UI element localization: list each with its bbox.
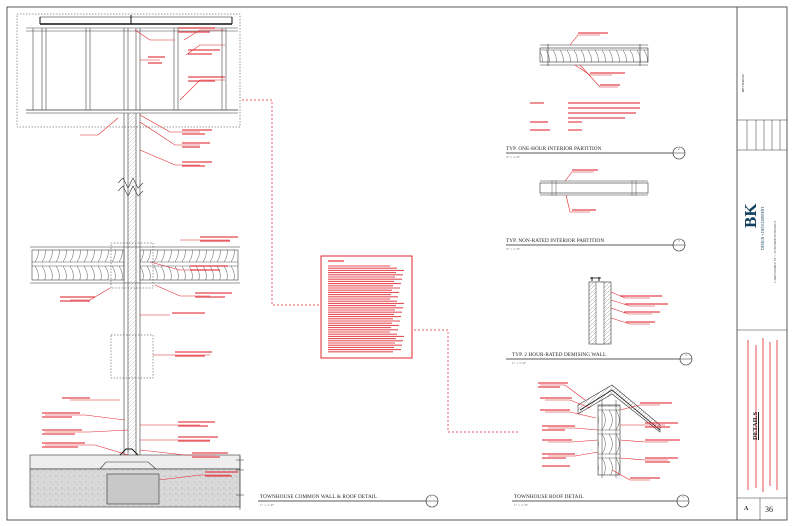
detail-number-non-rated: 3: [678, 239, 680, 243]
common-wall-detail: [16, 13, 244, 510]
detail-title-one-hour: TYP. ONE-HOUR INTERIOR PARTITION: [506, 146, 602, 152]
markup-notes-box: [320, 255, 413, 359]
detail-title-roof: TOWNHOUSE ROOF DETAIL: [514, 494, 584, 500]
roof-detail: [512, 382, 690, 508]
sheet-name: DETAILS: [752, 411, 759, 440]
detail-title-common-wall: TOWNHOUSE COMMON WALL & ROOF DETAIL: [260, 494, 377, 500]
sheet-number: 36: [765, 505, 773, 514]
sheet-border: [6, 6, 788, 521]
company-tagline: DESIGN + DEVELOPMENT: [761, 206, 765, 250]
detail-number-demising-wall: 4: [685, 353, 687, 357]
project-name: 1-3600 SAMPLE ST — TOWNHOUSE PROJECT: [773, 220, 777, 283]
revision-letter: A: [744, 506, 749, 512]
common-wall-annotations: [45, 29, 230, 481]
detail-scale-non-rated: 3" = 1'-0": [506, 247, 521, 251]
detail-scale-common-wall: 1" = 1'-0": [260, 503, 275, 507]
markup-leader-to-notes: [242, 99, 320, 306]
title-block: [737, 119, 787, 520]
detail-title-demising-wall: TYP. 2 HOUR-RATED DEMISING WALL: [512, 352, 607, 358]
company-logo: BK: [741, 203, 760, 228]
detail-scale-one-hour: 3" = 1'-0": [506, 155, 521, 159]
detail-number-roof: 5: [682, 495, 684, 499]
demising-wall-detail: [506, 277, 693, 366]
detail-number-one-hour: 2: [678, 147, 680, 151]
detail-scale-demising-wall: 1" = 1'-0": [512, 361, 527, 365]
detail-title-non-rated: TYP. NON-RATED INTERIOR PARTITION: [506, 238, 605, 244]
common-wall-title-line: [258, 494, 439, 508]
one-hour-partition-detail: [506, 32, 686, 160]
detail-scale-roof: 1" = 1'-0": [514, 503, 529, 507]
detail-number-common-wall: 1: [430, 495, 432, 499]
common-wall-note-lines: [42, 27, 238, 477]
markup-leader-to-roof: [410, 329, 520, 433]
non-rated-partition-detail: [506, 169, 686, 252]
revisions-label: REVISIONS: [741, 74, 745, 92]
